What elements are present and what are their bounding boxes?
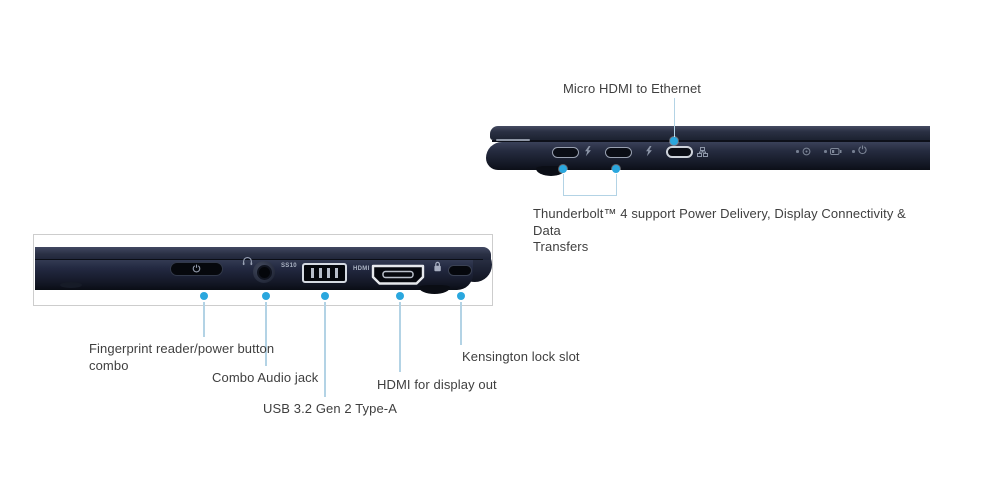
callout-dot-thunderbolt-2 xyxy=(612,165,620,173)
thunderbolt-bolt-icon xyxy=(645,146,653,158)
hdmi-port xyxy=(371,262,425,287)
callout-dot-micro-hdmi xyxy=(670,137,678,145)
callout-bracket-thunderbolt xyxy=(562,194,617,196)
rubber-foot xyxy=(419,285,450,294)
fingerprint-label: Fingerprint reader/power button combo xyxy=(89,341,289,374)
battery-led xyxy=(824,150,827,153)
fingerprint-label-line1: Fingerprint reader/power button xyxy=(89,341,275,356)
thunderbolt-bolt-icon xyxy=(584,146,592,158)
lid-base-gap xyxy=(35,259,483,260)
callout-dot-fingerprint xyxy=(200,292,208,300)
callout-line-audio xyxy=(265,302,267,366)
usb-label: USB 3.2 Gen 2 Type-A xyxy=(263,401,397,416)
thunderbolt-port-2 xyxy=(605,147,632,158)
thunderbolt-port-1 xyxy=(552,147,579,158)
battery-icon xyxy=(830,148,842,155)
callout-line-thunderbolt-2 xyxy=(615,174,617,196)
kensington-label: Kensington lock slot xyxy=(462,349,580,364)
micro-hdmi-ethernet-port xyxy=(666,146,693,158)
micro-hdmi-ethernet-label: Micro HDMI to Ethernet xyxy=(563,81,702,96)
callout-dot-kensington xyxy=(457,292,465,300)
hdmi-out-label: HDMI for display out xyxy=(377,377,497,392)
thunderbolt-label-line2: Transfers xyxy=(533,239,589,254)
combo-audio-label: Combo Audio jack xyxy=(212,370,319,385)
ethernet-network-icon xyxy=(697,147,708,157)
power-symbol-icon xyxy=(858,145,867,156)
hinge-vent-slot xyxy=(496,139,530,141)
callout-line-micro-hdmi xyxy=(673,98,675,137)
callout-line-hdmi xyxy=(399,302,401,372)
thunderbolt-label-line1: Thunderbolt™ 4 support Power Delivery, D… xyxy=(533,206,906,238)
laptop-lid-edge xyxy=(490,126,930,140)
callout-dot-usb xyxy=(321,292,329,300)
callout-dot-thunderbolt-1 xyxy=(559,165,567,173)
storage-activity-icon xyxy=(802,147,811,156)
lid-base-gap xyxy=(492,140,930,142)
hdmi-marking: HDMI xyxy=(353,266,370,272)
callout-dot-audio xyxy=(262,292,270,300)
callout-line-usb xyxy=(324,302,326,397)
fingerprint-label-line2: combo xyxy=(89,357,129,373)
figure-frame xyxy=(33,234,493,306)
storage-led xyxy=(796,150,799,153)
audio-jack-hole xyxy=(258,266,270,278)
combo-audio-jack xyxy=(253,261,275,283)
thunderbolt-label: Thunderbolt™ 4 support Power Delivery, D… xyxy=(533,206,928,256)
callout-line-kensington xyxy=(460,302,462,345)
kensington-lock-slot xyxy=(448,265,472,276)
laptop-lid-edge xyxy=(35,247,491,260)
fingerprint-power-button xyxy=(170,262,223,276)
rubber-foot xyxy=(536,166,566,176)
lock-icon xyxy=(433,261,442,273)
callout-line-thunderbolt-1 xyxy=(562,174,564,196)
rubber-foot-small xyxy=(60,282,82,288)
headset-icon xyxy=(242,256,253,267)
callout-line-fingerprint xyxy=(203,302,205,337)
usb-a-port xyxy=(302,263,347,283)
usb-speed-marking: SS10 xyxy=(281,263,297,269)
power-led xyxy=(852,150,855,153)
power-glyph-icon xyxy=(192,264,201,274)
callout-dot-hdmi xyxy=(396,292,404,300)
